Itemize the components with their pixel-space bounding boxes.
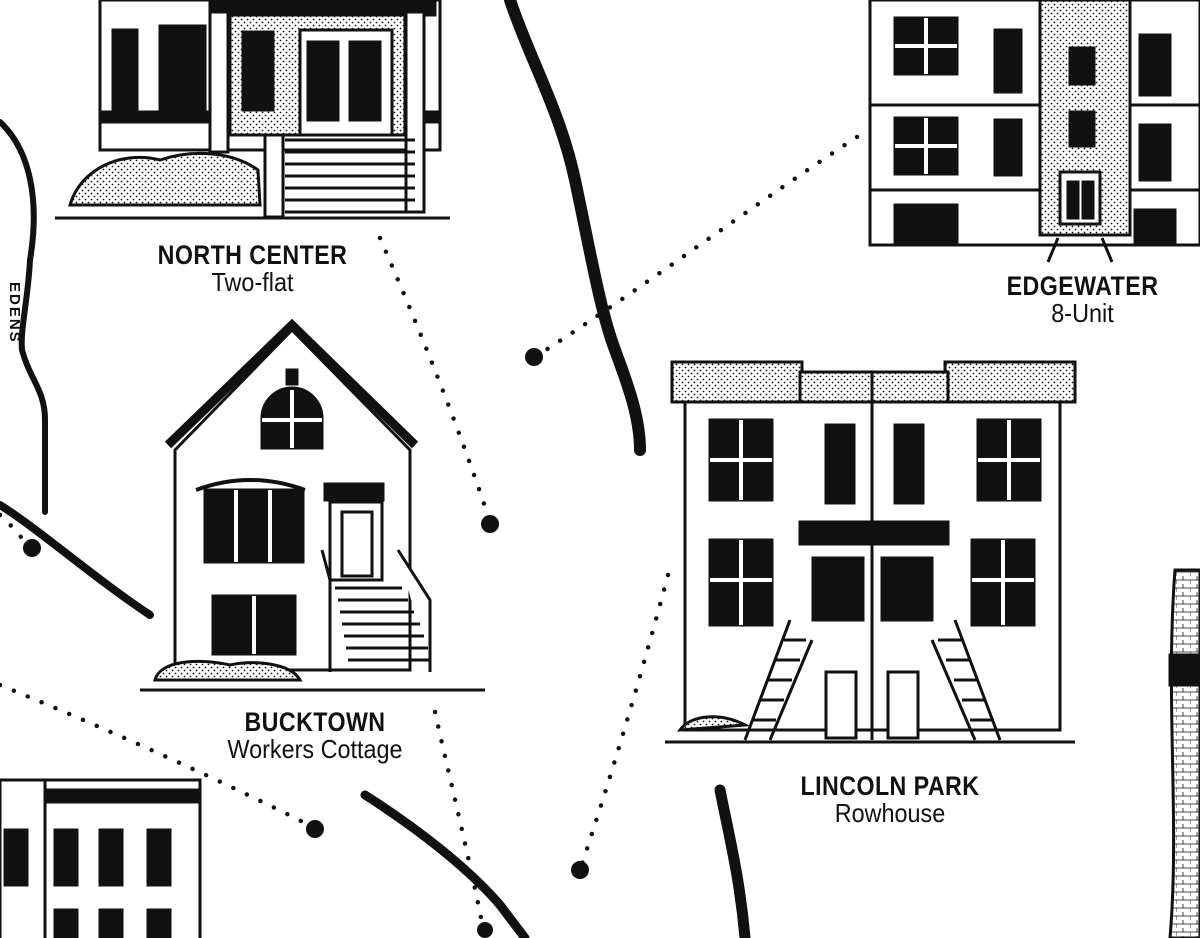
road-edens (0, 119, 48, 515)
road-label-edens: EDENS (6, 282, 23, 344)
neighborhood-label-edgewater: EDGEWATER 8-Unit (960, 272, 1200, 328)
neighborhood-name: BUCKTOWN (244, 707, 386, 737)
leader-lines (0, 132, 863, 938)
neighborhood-label-lincoln-park: LINCOLN PARK Rowhouse (740, 772, 1040, 828)
road-kennedy (504, 0, 646, 456)
road-lake-shore (714, 784, 751, 938)
road-diagonal-west (0, 501, 154, 619)
neighborhood-label-bucktown: BUCKTOWN Workers Cottage (160, 708, 470, 764)
lincoln-park-rowhouse-illustration (665, 360, 1077, 744)
bucktown-stairs (335, 586, 430, 662)
neighborhood-name: LINCOLN PARK (800, 771, 980, 801)
neighborhood-label-north-center: NORTH CENTER Two-flat (100, 241, 405, 297)
bucktown-workers-cottage-illustration (140, 318, 485, 692)
north-center-two-flat-illustration (55, 0, 450, 220)
leader-endpoints (23, 348, 589, 938)
roads (0, 0, 751, 938)
building-type: 8-Unit (1051, 298, 1114, 329)
building-type: Workers Cottage (227, 734, 403, 765)
neighborhood-name: EDGEWATER (1006, 271, 1159, 301)
neighborhood-name: NORTH CENTER (157, 240, 348, 270)
lincoln-park-stairs (743, 619, 1002, 741)
building-type: Rowhouse (834, 798, 946, 829)
road-bottom-center (360, 790, 530, 938)
north-center-stairs (285, 138, 415, 214)
edgewater-8-unit-illustration (868, 0, 1200, 263)
partial-building-right-edge (1168, 568, 1200, 938)
partial-building-bottom-left (0, 778, 202, 938)
building-type: Two-flat (211, 267, 294, 298)
